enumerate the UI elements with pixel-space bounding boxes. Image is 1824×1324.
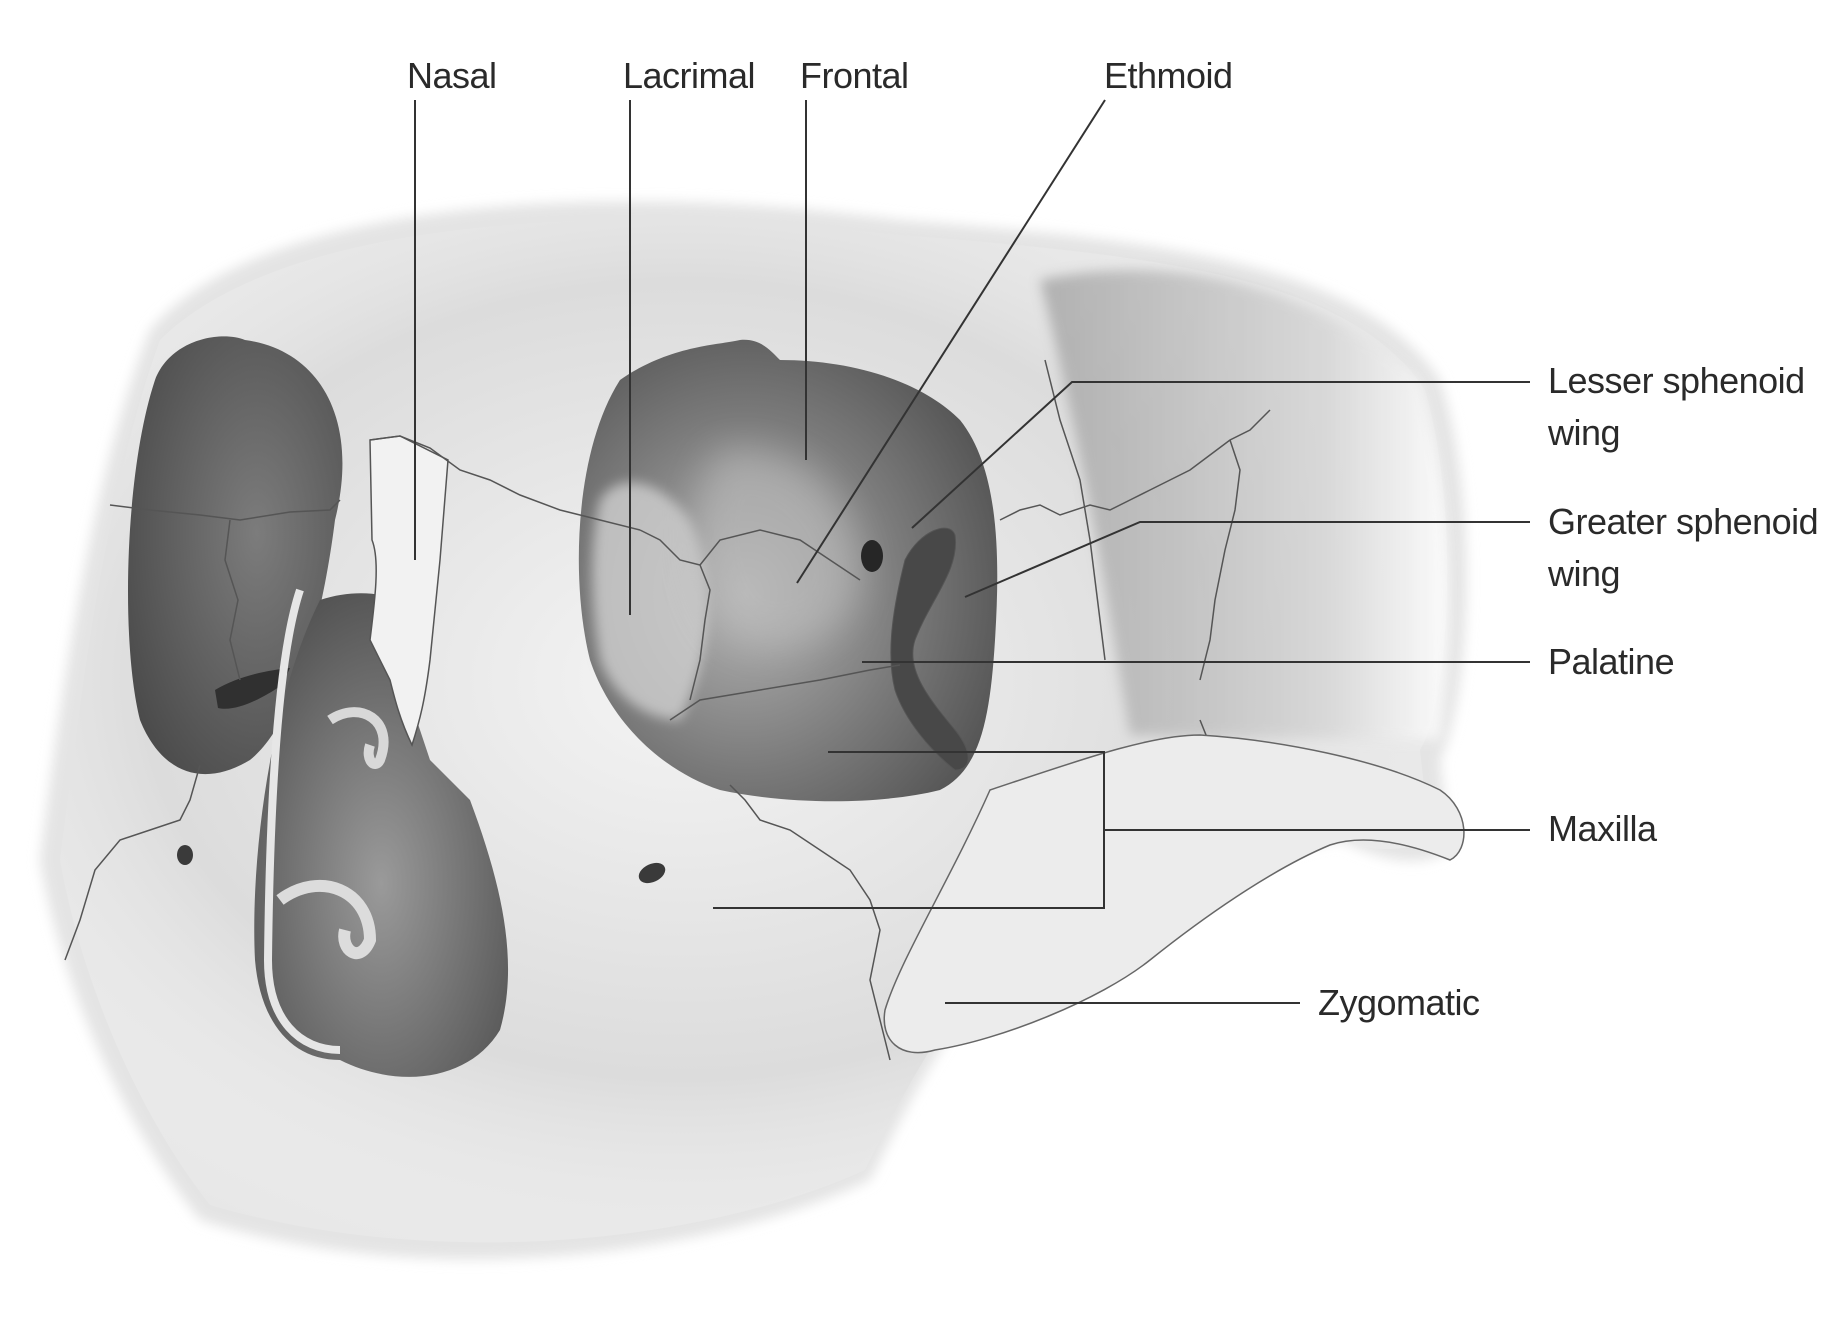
nasal-septum (263, 588, 341, 1054)
left-orbit (128, 336, 343, 775)
left-orbit-fissure (215, 668, 290, 709)
leader-lines (414, 99, 1530, 1004)
nasal-cavity (254, 593, 509, 1077)
greater-sphenoid-leader (964, 521, 1530, 598)
nasal-concha-lower (276, 879, 377, 959)
nasal-bone (369, 435, 449, 748)
label-lesser-sphenoid-line2: wing (1548, 412, 1621, 453)
label-lesser-sphenoid-line1: Lesser sphenoid (1548, 360, 1805, 401)
lesser-sphenoid-leader (911, 381, 1530, 529)
label-greater-sphenoid-line2: wing (1548, 553, 1621, 594)
label-maxilla: Maxilla (1548, 808, 1657, 849)
orbit-center-light (695, 448, 860, 648)
ethmoid-leader (796, 99, 1106, 584)
label-greater-sphenoid-line1: Greater sphenoid (1548, 501, 1819, 542)
label-frontal: Frontal (800, 55, 909, 96)
label-nasal: Nasal (407, 55, 497, 96)
label-lacrimal: Lacrimal (623, 55, 756, 96)
superior-orbital-fissure (890, 527, 969, 771)
label-zygomatic: Zygomatic (1318, 982, 1480, 1023)
infraorbital-foramen (638, 862, 666, 884)
label-palatine: Palatine (1548, 641, 1675, 682)
zygomatic-arch (883, 734, 1465, 1054)
medial-orbital-wall (592, 482, 709, 720)
left-infraorbital-foramen (177, 845, 193, 865)
optic-canal (861, 540, 883, 572)
label-ethmoid: Ethmoid (1104, 55, 1233, 96)
label-lesser-sphenoid-wing: Lesser sphenoid wing (1548, 355, 1805, 459)
nasal-concha-upper (327, 707, 389, 769)
temporal-fossa (1040, 270, 1449, 740)
label-greater-sphenoid-wing: Greater sphenoid wing (1548, 496, 1819, 600)
